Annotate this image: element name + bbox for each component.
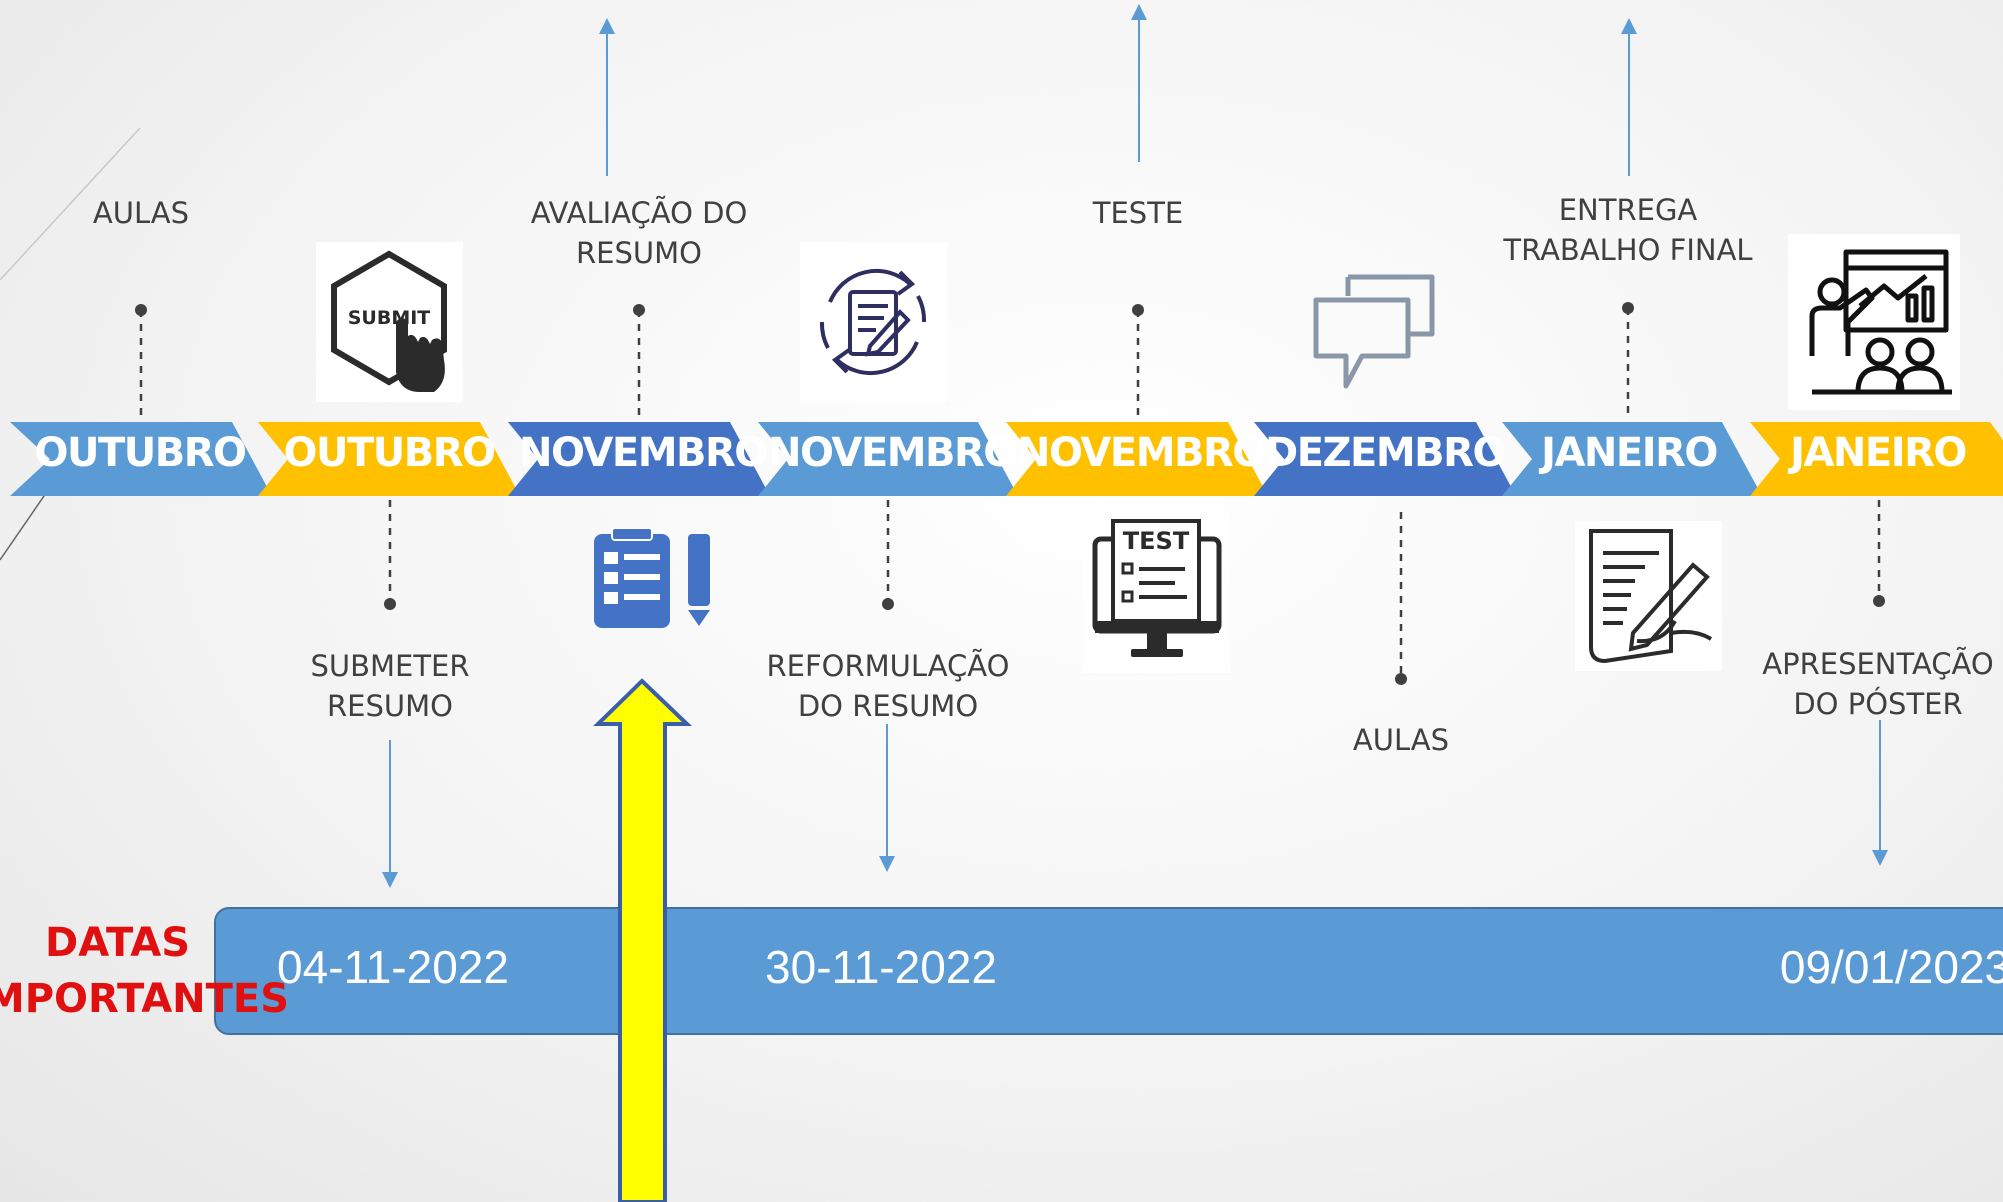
month-label-1: OUTUBRO bbox=[34, 430, 247, 476]
submit-icon: SUBMIT bbox=[316, 242, 463, 402]
highlight-arrow bbox=[593, 678, 692, 1202]
connector-dot bbox=[135, 304, 147, 316]
connector-dot bbox=[384, 598, 396, 610]
connector-dot bbox=[1132, 304, 1144, 316]
presentation-icon bbox=[1788, 234, 1960, 410]
event-label-aulas-2: AULAS bbox=[1352, 723, 1450, 757]
chevron-1 bbox=[10, 422, 272, 496]
event-label-teste: TESTE bbox=[1092, 196, 1184, 230]
connector-dot bbox=[1395, 673, 1407, 685]
event-label-aulas: AULAS bbox=[92, 196, 190, 230]
chevron-6 bbox=[1254, 422, 1516, 496]
chevron-4 bbox=[758, 422, 1018, 496]
date-1: 04-11-2022 bbox=[277, 941, 509, 993]
date-3: 09/01/2023 bbox=[1779, 941, 2003, 993]
svg-text:TEST: TEST bbox=[1123, 527, 1190, 555]
chevron-3 bbox=[508, 422, 770, 496]
month-label-6: DEZEMBRO bbox=[1265, 430, 1506, 476]
test-monitor-icon: TEST bbox=[1083, 513, 1230, 673]
chevron-5 bbox=[1006, 422, 1268, 496]
document-refresh-icon bbox=[800, 242, 947, 402]
month-label-8: JANEIRO bbox=[1790, 430, 1967, 476]
event-label-submeter-resumo: SUBMETER RESUMO bbox=[310, 649, 470, 723]
event-label-apresentacao-poster: APRESENTAÇÃO DO PÓSTER bbox=[1762, 647, 1994, 721]
connector-dot bbox=[882, 598, 894, 610]
month-label-4: NOVEMBRO bbox=[768, 430, 1017, 476]
date-2: 30-11-2022 bbox=[765, 941, 997, 993]
event-label-entrega-trabalho-final: ENTREGA TRABALHO FINAL bbox=[1503, 193, 1753, 267]
connector-dot bbox=[1622, 302, 1634, 314]
event-label-avaliacao-resumo: AVALIAÇÃO DO RESUMO bbox=[530, 196, 748, 270]
month-label-5: NOVEMBRO bbox=[1017, 430, 1266, 476]
svg-text:SUBMIT: SUBMIT bbox=[348, 307, 431, 329]
chevron-7 bbox=[1502, 422, 1762, 496]
contract-signing-icon bbox=[1575, 521, 1722, 671]
chevron-8 bbox=[1750, 422, 2003, 496]
important-dates-title: DATAS IMPORTANTES bbox=[0, 920, 290, 1022]
month-label-7: JANEIRO bbox=[1541, 430, 1718, 476]
connector-dot bbox=[1873, 595, 1885, 607]
month-label-3: NOVEMBRO bbox=[519, 430, 768, 476]
checklist-pencil-icon bbox=[590, 527, 720, 628]
chevron-2 bbox=[258, 422, 520, 496]
event-label-reformulacao-resumo: REFORMULAÇÃO DO RESUMO bbox=[766, 649, 1010, 723]
month-label-2: OUTUBRO bbox=[283, 430, 496, 476]
chat-bubbles-icon bbox=[1310, 272, 1440, 397]
connector-dot bbox=[633, 304, 645, 316]
